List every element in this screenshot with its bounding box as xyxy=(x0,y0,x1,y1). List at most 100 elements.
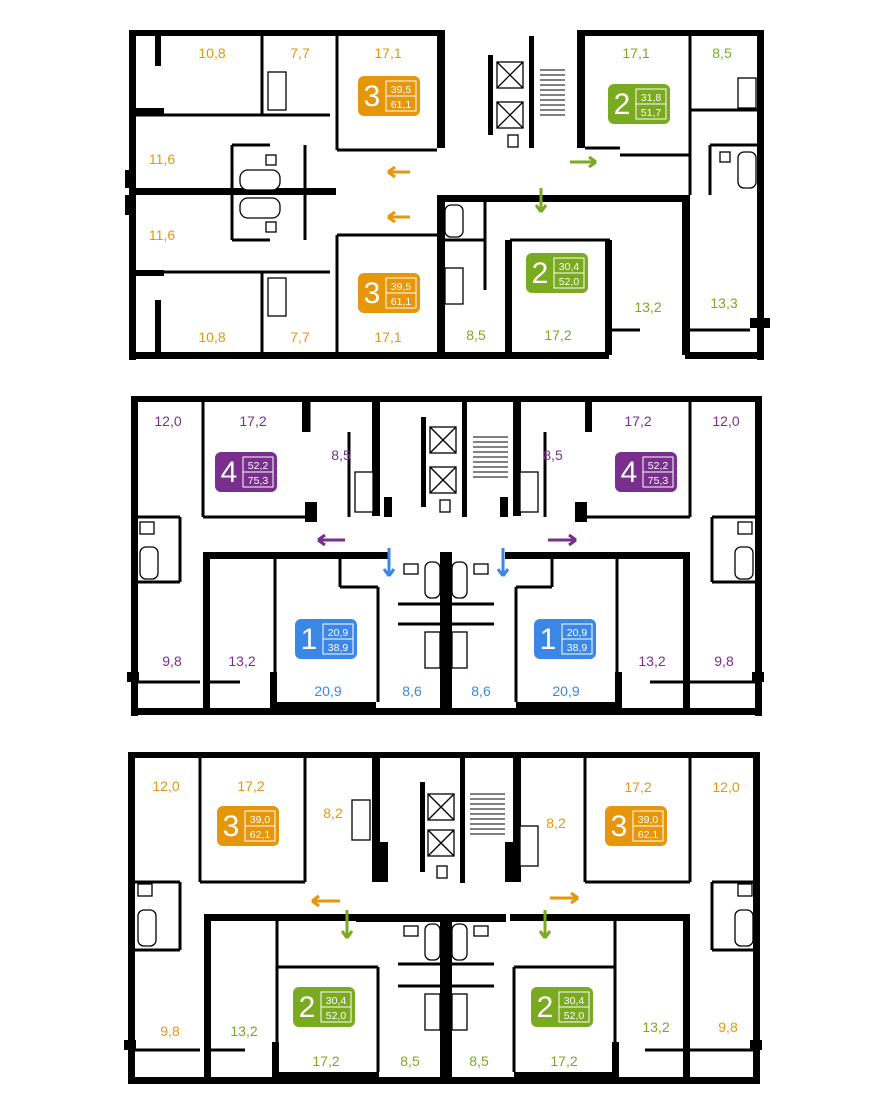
apartment-badge: 3 39,0 62,1 xyxy=(605,806,667,846)
svg-text:2: 2 xyxy=(614,88,631,121)
svg-text:3: 3 xyxy=(223,810,240,843)
apartment-badge: 1 20,9 38,9 xyxy=(534,619,596,659)
room-area: 13,2 xyxy=(634,299,661,315)
walls xyxy=(127,396,764,716)
walls xyxy=(124,752,762,1084)
room-areas: 10,8 7,7 17,1 11,6 11,6 10,8 7,7 17,1 17… xyxy=(149,45,738,345)
room-areas: 12,0 17,2 8,5 8,5 17,2 12,0 9,8 13,2 20,… xyxy=(154,413,739,699)
room-area: 17,1 xyxy=(374,45,401,61)
entrance-arrows xyxy=(311,891,579,939)
fixtures xyxy=(137,799,754,1031)
room-area: 13,3 xyxy=(710,295,737,311)
room-area: 11,6 xyxy=(149,227,175,243)
room-area: 17,2 xyxy=(624,413,651,429)
svg-text:52,2: 52,2 xyxy=(248,460,269,472)
room-area: 8,5 xyxy=(331,447,351,463)
interior-walls xyxy=(138,402,755,702)
room-area: 9,8 xyxy=(718,1019,738,1035)
walls xyxy=(125,30,770,360)
interior-walls xyxy=(135,758,753,1072)
room-area: 8,5 xyxy=(543,447,563,463)
room-area: 8,5 xyxy=(469,1053,489,1069)
room-area: 17,2 xyxy=(237,778,264,794)
svg-text:52,0: 52,0 xyxy=(559,276,580,288)
svg-text:4: 4 xyxy=(621,456,638,489)
room-area: 12,0 xyxy=(712,413,739,429)
svg-text:75,3: 75,3 xyxy=(248,475,269,487)
svg-text:39,0: 39,0 xyxy=(250,814,271,826)
room-areas: 12,0 17,2 8,2 8,2 17,2 12,0 9,8 13,2 17,… xyxy=(152,778,739,1069)
fixtures xyxy=(239,71,757,317)
svg-text:62,1: 62,1 xyxy=(638,829,659,841)
svg-text:2: 2 xyxy=(299,991,316,1024)
room-area: 10,8 xyxy=(198,45,225,61)
room-area: 8,2 xyxy=(323,805,343,821)
svg-text:38,9: 38,9 xyxy=(567,642,588,654)
fixtures xyxy=(139,471,754,669)
room-area: 17,2 xyxy=(312,1053,339,1069)
room-area: 13,2 xyxy=(228,653,255,669)
room-area: 7,7 xyxy=(290,45,310,61)
room-area: 8,6 xyxy=(402,683,422,699)
svg-text:38,9: 38,9 xyxy=(328,642,349,654)
svg-text:30,4: 30,4 xyxy=(559,261,580,273)
stair-elevator-core xyxy=(420,758,505,883)
svg-text:61,1: 61,1 xyxy=(391,99,412,111)
floor-plan-3-drawing: 12,0 17,2 8,2 8,2 17,2 12,0 9,8 13,2 17,… xyxy=(124,752,762,1084)
svg-text:52,0: 52,0 xyxy=(326,1010,347,1022)
room-area: 9,8 xyxy=(160,1023,180,1039)
svg-text:39,5: 39,5 xyxy=(391,281,412,293)
apartment-badge: 2 30,4 52,0 xyxy=(531,987,593,1027)
floor-plan-1-drawing: 10,8 7,7 17,1 11,6 11,6 10,8 7,7 17,1 17… xyxy=(125,30,770,360)
apartment-badge: 3 39,0 62,1 xyxy=(217,806,279,846)
svg-text:39,5: 39,5 xyxy=(391,84,412,96)
floor-plan-2: 12,0 17,2 8,5 8,5 17,2 12,0 9,8 13,2 20,… xyxy=(0,372,890,742)
room-area: 11,6 xyxy=(149,151,175,167)
svg-text:2: 2 xyxy=(532,257,549,290)
svg-text:51,7: 51,7 xyxy=(641,107,662,119)
room-area: 12,0 xyxy=(152,778,179,794)
svg-text:3: 3 xyxy=(611,810,628,843)
svg-text:20,9: 20,9 xyxy=(567,627,588,639)
room-area: 17,2 xyxy=(544,327,571,343)
svg-text:30,4: 30,4 xyxy=(564,995,585,1007)
room-area: 8,5 xyxy=(712,45,732,61)
room-area: 8,6 xyxy=(471,683,491,699)
room-area: 12,0 xyxy=(712,779,739,795)
room-area: 12,0 xyxy=(154,413,181,429)
room-area: 7,7 xyxy=(290,329,310,345)
stair-elevator-core xyxy=(488,36,565,148)
room-area: 10,8 xyxy=(198,329,225,345)
room-area: 20,9 xyxy=(552,683,579,699)
floor-plan-2-drawing: 12,0 17,2 8,5 8,5 17,2 12,0 9,8 13,2 20,… xyxy=(127,396,764,716)
apartment-badge: 2 30,4 52,0 xyxy=(526,253,588,293)
floor-plan-1: 10,8 7,7 17,1 11,6 11,6 10,8 7,7 17,1 17… xyxy=(0,0,890,372)
floor-plan-3: 12,0 17,2 8,2 8,2 17,2 12,0 9,8 13,2 17,… xyxy=(0,742,890,1115)
interior-walls xyxy=(136,36,757,352)
svg-text:1: 1 xyxy=(301,623,318,656)
room-area: 17,2 xyxy=(550,1053,577,1069)
svg-text:61,1: 61,1 xyxy=(391,296,412,308)
room-area: 17,2 xyxy=(624,779,651,795)
svg-text:3: 3 xyxy=(364,277,381,310)
entrance-arrows xyxy=(387,155,597,224)
room-area: 9,8 xyxy=(162,653,182,669)
svg-text:52,0: 52,0 xyxy=(564,1010,585,1022)
svg-text:2: 2 xyxy=(537,991,554,1024)
svg-text:31,8: 31,8 xyxy=(641,92,662,104)
room-area: 9,8 xyxy=(714,653,734,669)
entrance-arrows xyxy=(317,533,577,577)
svg-text:62,1: 62,1 xyxy=(250,829,271,841)
room-area: 17,1 xyxy=(374,329,401,345)
room-area: 8,5 xyxy=(466,327,486,343)
room-area: 13,2 xyxy=(642,1019,669,1035)
room-area: 8,2 xyxy=(546,815,566,831)
svg-text:39,0: 39,0 xyxy=(638,814,659,826)
apartment-badge: 1 20,9 38,9 xyxy=(295,619,357,659)
room-area: 13,2 xyxy=(230,1023,257,1039)
apartment-badge: 3 39,5 61,1 xyxy=(358,76,420,116)
apartment-badge: 2 31,8 51,7 xyxy=(608,84,670,124)
svg-text:30,4: 30,4 xyxy=(326,995,347,1007)
svg-text:75,3: 75,3 xyxy=(648,475,669,487)
apartment-badge: 3 39,5 61,1 xyxy=(358,273,420,313)
